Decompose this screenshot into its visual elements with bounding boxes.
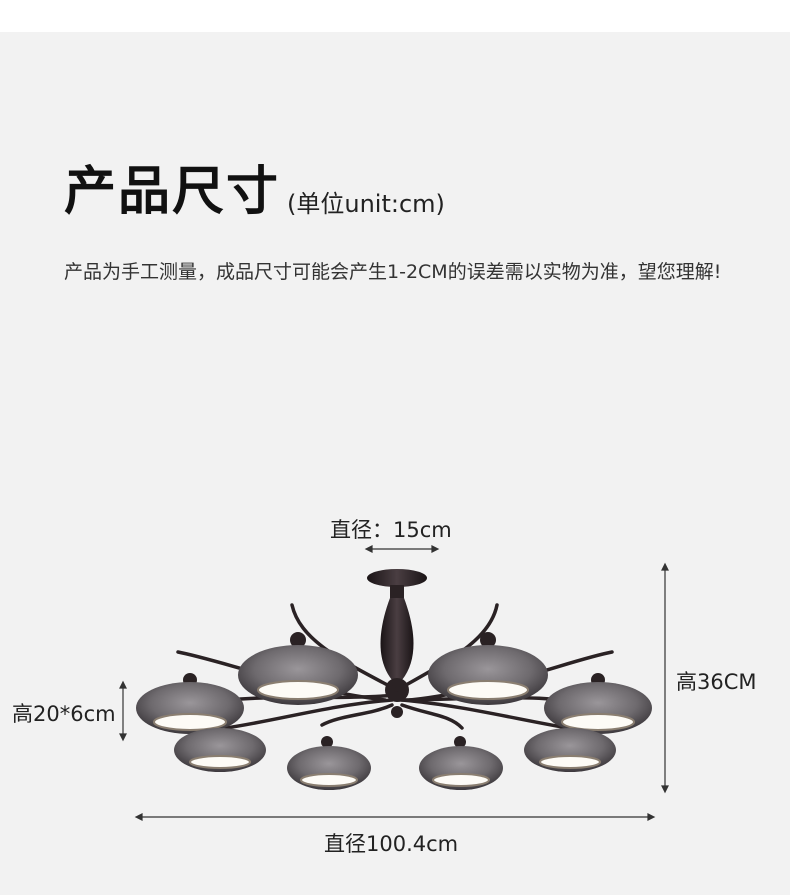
total-height-label: 高36CM (676, 670, 757, 694)
shade-left (136, 673, 244, 734)
unit-note: (单位unit:cm) (287, 190, 445, 218)
shade-lower-right (524, 728, 616, 772)
total-width-label: 直径100.4cm (324, 832, 459, 856)
shade-height-label: 高20*6cm (12, 702, 116, 726)
glass-shades (136, 632, 652, 790)
shade-upper-right (428, 632, 548, 705)
canopy-and-stem (367, 569, 427, 718)
product-size-panel (0, 32, 790, 895)
dimension-lines (119, 545, 669, 821)
shade-right (544, 673, 652, 734)
shade-diameter-label: 直径：15cm (330, 518, 452, 542)
shade-front-right (419, 736, 503, 790)
measurement-note: 产品为手工测量，成品尺寸可能会产生1-2CM的误差需以实物为准，望您理解! (64, 261, 722, 283)
page-title: 产品尺寸 (64, 162, 281, 222)
shade-upper-left (238, 632, 358, 705)
shade-lower-left (174, 728, 266, 772)
shade-front-left (287, 736, 371, 790)
